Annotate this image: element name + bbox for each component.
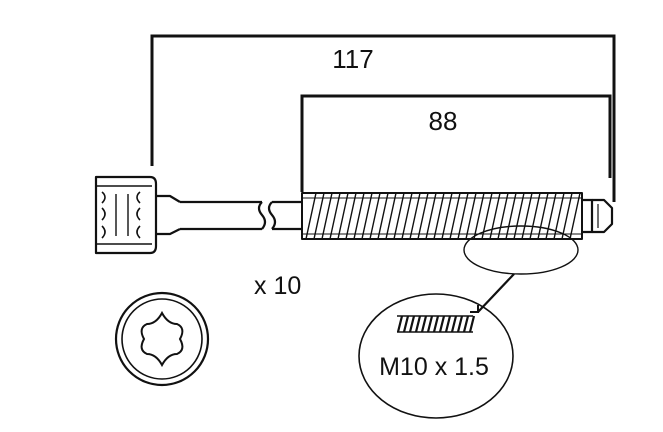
torx-head-icon <box>114 291 210 387</box>
quantity-label: x 10 <box>254 272 301 300</box>
overall-length-label: 117 <box>332 44 373 74</box>
thread-spec-label: M10 x 1.5 <box>379 353 489 381</box>
thread-length-bracket <box>300 94 612 192</box>
bolt-icon <box>94 175 614 255</box>
overall-length-bracket <box>150 34 616 202</box>
thread-length-label: 88 <box>429 106 458 136</box>
thread-detail-icon <box>358 225 579 419</box>
